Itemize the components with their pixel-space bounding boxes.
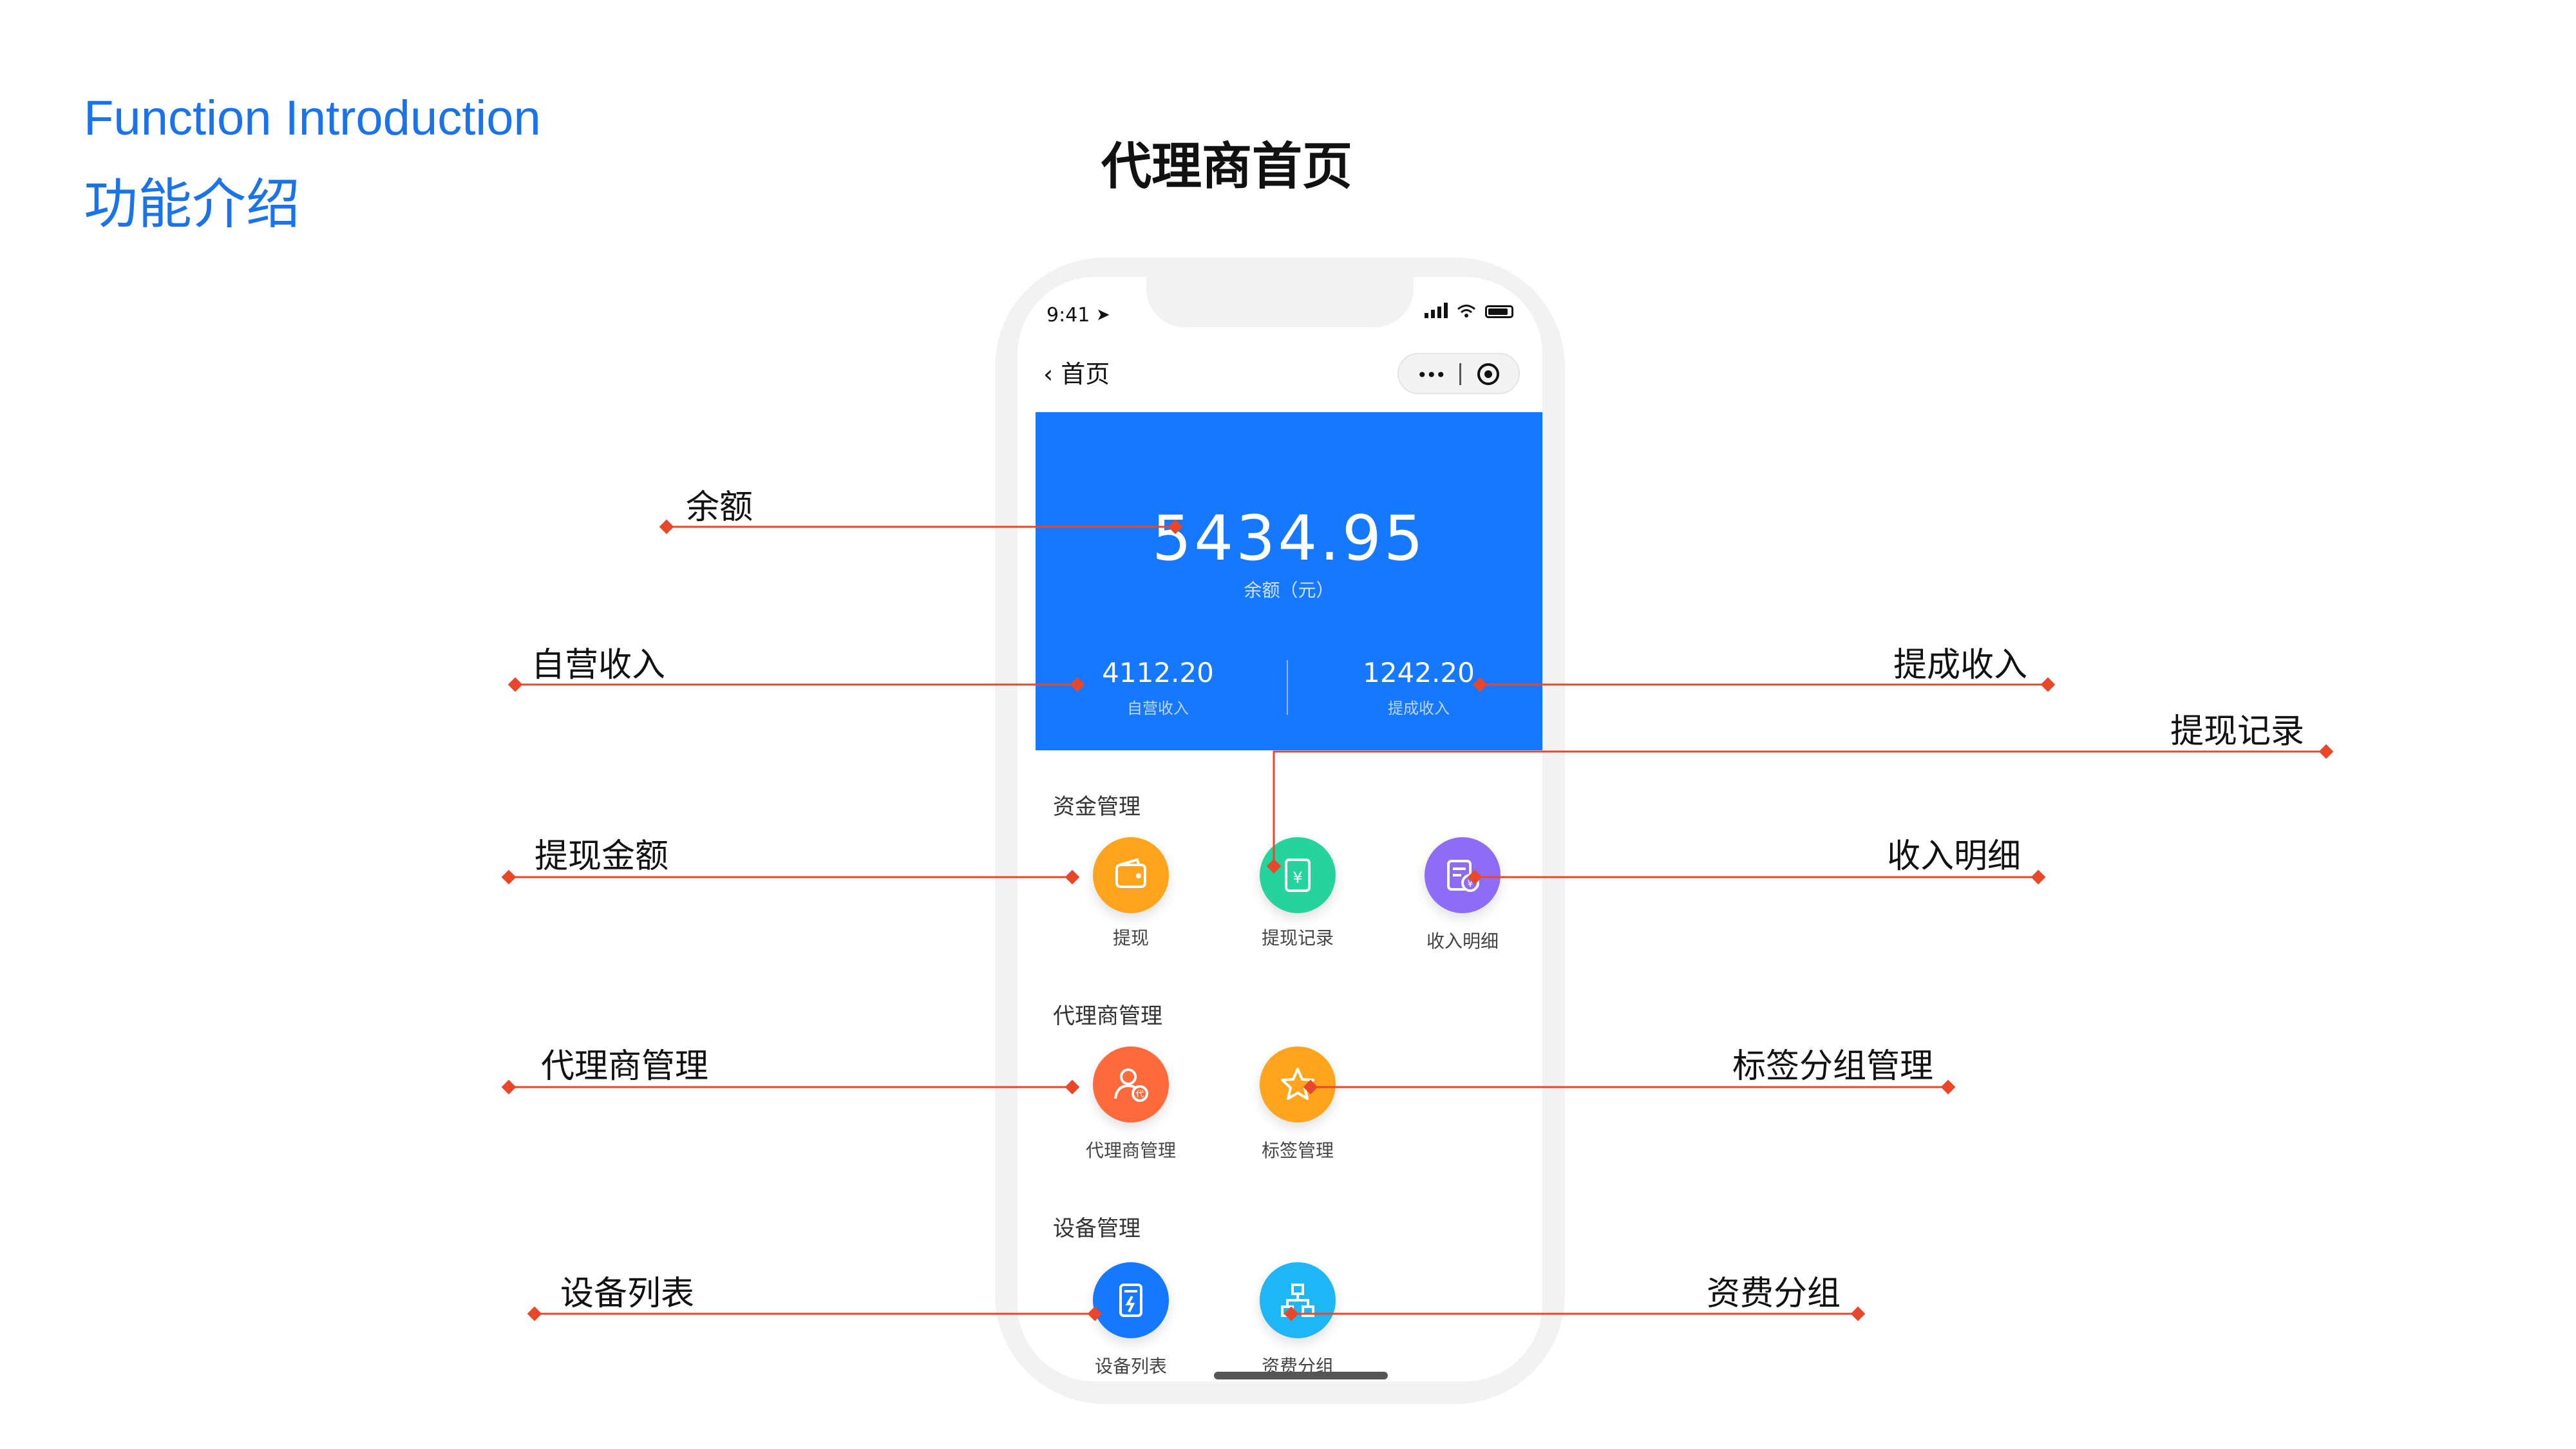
device-list-button[interactable] <box>1093 1262 1169 1338</box>
balance-card: 5434.95 余额（元） 4112.20 自营收入 1242.20 提成收入 <box>1036 412 1542 750</box>
agent-user-icon: 代 <box>1114 1068 1148 1102</box>
marker-balance-start <box>659 519 674 535</box>
withdraw-button[interactable] <box>1093 837 1169 913</box>
marker-tariff-end <box>1850 1306 1866 1321</box>
withdraw-records-label: 提现记录 <box>1261 927 1334 949</box>
home-indicator <box>1214 1372 1388 1379</box>
annotation-withdraw-records: 提现记录 <box>2170 712 2305 751</box>
income-list-icon: ¥ <box>1447 860 1479 892</box>
annotation-tag-group-management: 标签分组管理 <box>1732 1047 1934 1086</box>
yuan-doc-icon: ¥ <box>1285 858 1311 892</box>
wallet-icon <box>1115 858 1146 888</box>
svg-text:代: 代 <box>1135 1090 1144 1099</box>
location-arrow-icon: ➤ <box>1096 305 1110 325</box>
battery-icon <box>1485 305 1513 318</box>
nav-back-label: 首页 <box>1061 360 1110 388</box>
svg-text:¥: ¥ <box>1293 869 1302 887</box>
chevron-left-icon: ‹ <box>1043 360 1054 388</box>
self-income-value: 4112.20 <box>1102 657 1214 688</box>
withdraw-label: 提现 <box>1112 927 1149 949</box>
phone-notch <box>1146 277 1414 327</box>
header-title-cn: 功能介绍 <box>84 173 301 236</box>
marker-income-detail-end <box>2031 869 2046 885</box>
withdraw-records-button[interactable]: ¥ <box>1260 837 1336 913</box>
agent-management-button[interactable]: 代 <box>1093 1046 1169 1122</box>
marker-self-income-start <box>507 677 523 692</box>
star-icon <box>1281 1068 1314 1100</box>
close-target-icon[interactable] <box>1477 363 1499 385</box>
miniapp-capsule: ••• <box>1397 353 1520 394</box>
income-detail-button[interactable]: ¥ <box>1425 837 1501 913</box>
annotation-income-detail: 收入明细 <box>1887 837 2022 876</box>
more-dots-icon[interactable]: ••• <box>1417 365 1446 386</box>
tag-management-button[interactable] <box>1260 1046 1336 1122</box>
annotation-agent-management: 代理商管理 <box>541 1047 709 1086</box>
header-title-en: Function Introduction <box>84 91 541 146</box>
annotation-self-income: 自营收入 <box>531 646 666 685</box>
marker-withdraw-amount-start <box>501 869 516 885</box>
section-title-devices: 设备管理 <box>1053 1216 1141 1242</box>
annotation-withdraw-amount: 提现金额 <box>535 837 669 876</box>
income-detail-label: 收入明细 <box>1426 931 1499 952</box>
svg-text:¥: ¥ <box>1468 879 1473 889</box>
self-income-label: 自营收入 <box>1127 699 1189 717</box>
nav-back-button[interactable]: ‹ 首页 <box>1043 354 1110 390</box>
balance-label: 余额（元） <box>1244 580 1334 601</box>
page-title: 代理商首页 <box>1101 138 1353 196</box>
tag-management-label: 标签管理 <box>1261 1140 1334 1161</box>
agent-management-label: 代理商管理 <box>1085 1140 1176 1161</box>
annotation-device-list: 设备列表 <box>560 1274 695 1313</box>
annotation-commission-income: 提成收入 <box>1893 646 2028 685</box>
balance-amount: 5434.95 <box>1152 502 1426 574</box>
section-title-funds: 资金管理 <box>1053 794 1141 820</box>
capsule-divider <box>1459 363 1461 385</box>
status-icons <box>1425 303 1513 318</box>
status-time: 9:41 <box>1046 304 1090 327</box>
stat-divider <box>1287 660 1288 715</box>
section-title-agents: 代理商管理 <box>1053 1003 1162 1029</box>
signal-icon <box>1425 303 1448 318</box>
annotation-tariff-group: 资费分组 <box>1707 1274 1841 1313</box>
marker-commission-end <box>2040 677 2056 692</box>
phone-screen: 9:41 ➤ ‹ 首页 ••• 5434.95 余额（元） 4112.20 自营… <box>1018 277 1542 1381</box>
wifi-icon <box>1457 305 1475 317</box>
annotation-balance: 余额 <box>686 488 753 527</box>
device-list-label: 设备列表 <box>1094 1356 1167 1377</box>
commission-income-label: 提成收入 <box>1388 699 1450 717</box>
marker-agent-start <box>501 1079 516 1095</box>
marker-device-start <box>527 1306 542 1321</box>
tariff-group-button[interactable] <box>1260 1262 1336 1338</box>
hierarchy-icon <box>1281 1283 1314 1317</box>
commission-income-value: 1242.20 <box>1363 657 1475 688</box>
device-icon <box>1119 1283 1142 1317</box>
marker-tag-end <box>1940 1079 1956 1095</box>
marker-withdraw-records-end <box>2318 744 2334 759</box>
